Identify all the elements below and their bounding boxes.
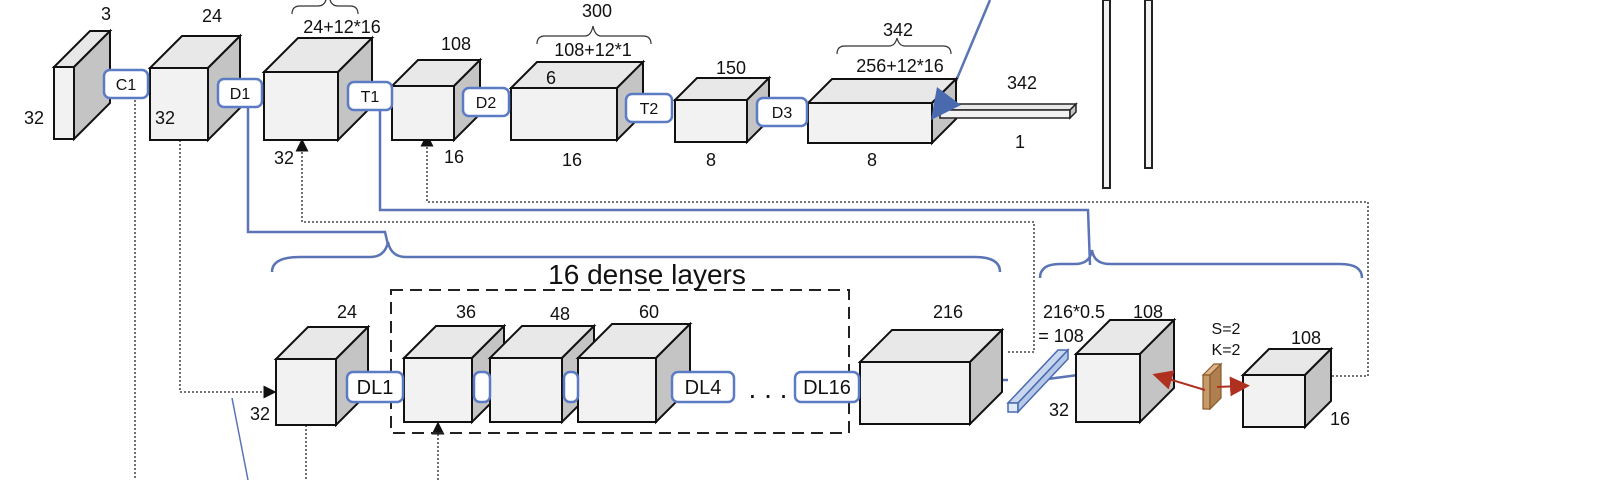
right-brace [1038,249,1364,279]
d1-tag-label: D1 [230,86,251,103]
loop-to-t1-dotted [420,133,1369,377]
d2-height-label: 16 [562,150,582,170]
t1-height-label: 16 [444,147,464,167]
t2-depth-label: 150 [716,58,746,78]
dense-layers-title: 16 dense layers [548,259,746,290]
t1-depth-label: 108 [441,34,471,54]
b0-depth-label: 24 [337,302,357,322]
d1-branch-line [246,95,390,246]
t1-tag-label: T1 [361,89,380,106]
dotted-paths [134,100,1369,480]
input-volume [51,28,113,142]
d1-tag: D1 [216,77,264,109]
d2-tag: D2 [461,86,511,118]
fc-layer [931,87,1078,120]
b6-volume [1240,346,1334,430]
fc-depth-label: 342 [1007,73,1037,93]
compress-formula-label: 216*0.5 [1043,302,1105,322]
b5-volume [1073,317,1177,425]
compress-result-label: = 108 [1038,326,1084,346]
c1-desc-line [231,397,249,480]
kernel-label: K=2 [1212,342,1241,359]
c1-depth-label: 24 [202,6,222,26]
d2-inner-label: 6 [546,68,556,88]
b3-volume [575,321,693,425]
b2-depth-label: 48 [550,304,570,324]
t2-volume [672,75,772,145]
t2-height-label: 8 [706,150,716,170]
braces [270,241,1364,279]
dense-layers-brace [270,241,1002,273]
d3-formula-brace [836,37,952,55]
b4-depth-label: 216 [933,302,963,322]
dl4-tag-label: DL4 [685,377,722,399]
d2-volume [508,59,646,143]
loop-to-d1-dotted [295,138,1035,353]
dl1-tag-label: DL1 [357,377,394,399]
b0-height-label: 32 [250,404,270,424]
b1-depth-label: 36 [456,302,476,322]
dense-block-frame [390,289,850,434]
c1-to-b0-dotted [179,140,277,399]
c1-tag-label: C1 [116,77,137,94]
d3-tag: D3 [755,96,809,128]
link-b1-b2 [472,370,492,404]
c1-height-label: 32 [155,108,175,128]
dl1-tag: DL1 [345,370,405,404]
d2-formula-brace [536,25,652,45]
d3-formula-label: 256+12*16 [856,56,944,76]
input-height-label: 32 [24,108,44,128]
d3-total-label: 342 [883,20,913,40]
b6-depth-label: 108 [1291,328,1321,348]
d3-volume [805,76,959,146]
b5-height-label: 32 [1049,400,1069,420]
dl16-tag-label: DL16 [803,377,851,399]
t2-tag: T2 [624,92,674,124]
stride-label: S=2 [1212,321,1241,338]
skip-connections [231,0,1092,480]
c1-tag: C1 [102,68,150,100]
b4-volume [857,327,1005,427]
d1-formula-brace [291,0,359,15]
ellipsis-dots: . . . [749,373,788,404]
labels: 3 32 24 32 24+12*16 32 108 16 300 108+12… [24,1,1350,429]
vertical-bar-2 [1144,0,1153,169]
dl4-tag: DL4 [670,370,736,404]
compression-slab [1006,348,1070,414]
pooling-slab [1152,362,1250,411]
d3-tag-label: D3 [772,105,793,122]
dl16-tag: DL16 [793,370,861,404]
b3-depth-label: 60 [639,302,659,322]
d2-total-label: 300 [582,1,612,21]
fc-height-label: 1 [1015,132,1025,152]
d1-height-label: 32 [274,148,294,168]
top-braces [291,0,952,55]
d2-formula-label: 108+12*1 [554,40,632,60]
vertical-bar-1 [1102,0,1111,189]
t2-tag-label: T2 [640,101,659,118]
input-depth-label: 3 [101,4,111,24]
d3-height-label: 8 [867,150,877,170]
vertical-bars [1102,0,1153,189]
t1-branch-line [378,100,1092,266]
b5-depth-label: 108 [1133,302,1163,322]
d1-formula-label: 24+12*16 [303,17,381,37]
link-b2-b3 [562,370,580,404]
t1-tag: T1 [346,80,394,112]
b6-height-label: 16 [1330,409,1350,429]
t1-volume [389,57,483,143]
d2-tag-label: D2 [476,95,497,112]
